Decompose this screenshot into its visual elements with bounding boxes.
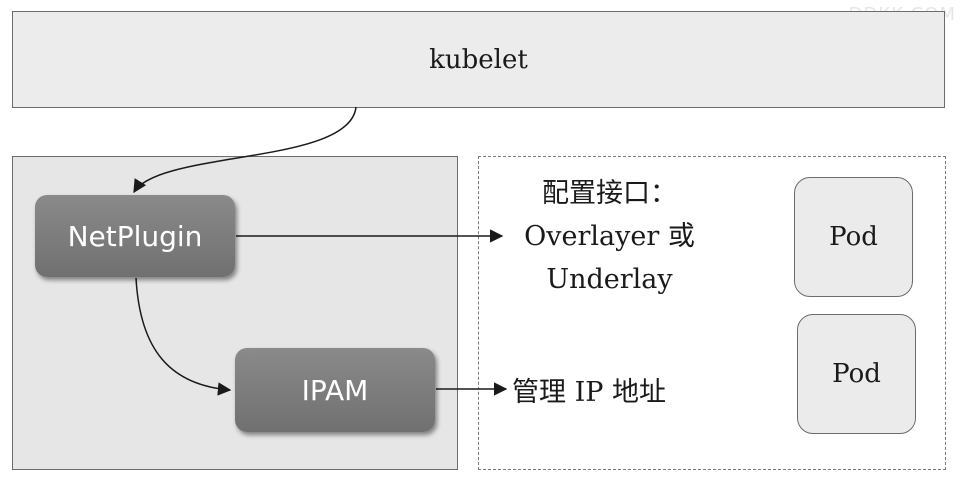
ipam-box: IPAM [235, 348, 435, 432]
config-interface-line1: 配置接口： [542, 178, 677, 209]
ipam-description-text: 管理 IP 地址 [512, 377, 666, 408]
config-interface-line3: Underlay [546, 264, 673, 295]
netplugin-box: NetPlugin [35, 195, 235, 277]
pod-box-1: Pod [794, 177, 913, 297]
kubelet-label: kubelet [429, 44, 528, 75]
config-interface-text: 配置接口： Overlayer 或 Underlay [522, 172, 697, 301]
pod-label-1: Pod [829, 222, 878, 252]
pod-label-2: Pod [832, 359, 881, 389]
ipam-label: IPAM [301, 373, 369, 407]
kubelet-to-netplugin-arrow [133, 106, 357, 194]
netplugin-to-ipam-arrow [135, 277, 232, 396]
kubelet-box: kubelet [12, 11, 945, 108]
pod-box-2: Pod [797, 314, 916, 434]
netplugin-label: NetPlugin [67, 219, 203, 253]
config-interface-line2: Overlayer 或 [524, 221, 695, 252]
